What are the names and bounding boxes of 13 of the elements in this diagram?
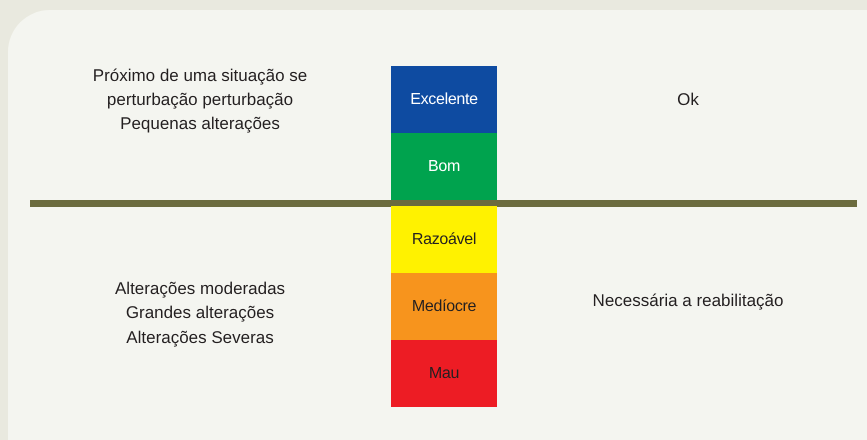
rating-box: Mau bbox=[391, 340, 497, 407]
description-text: Próximo de uma situação se bbox=[92, 65, 308, 87]
description-text: Necessária a reabilitação bbox=[592, 290, 784, 312]
rating-box: Razoável bbox=[391, 206, 497, 273]
description-text: Alterações Severas bbox=[126, 327, 274, 349]
description-text: Alterações moderadas bbox=[114, 278, 286, 300]
description-text: perturbação perturbação bbox=[106, 89, 294, 111]
rating-box: Medíocre bbox=[391, 273, 497, 340]
description-text: Pequenas alterações bbox=[120, 113, 280, 135]
rating-box: Bom bbox=[391, 133, 497, 200]
description-text: Grandes alterações bbox=[126, 302, 274, 324]
rating-box: Excelente bbox=[391, 66, 497, 133]
description-text: Ok bbox=[677, 89, 699, 111]
